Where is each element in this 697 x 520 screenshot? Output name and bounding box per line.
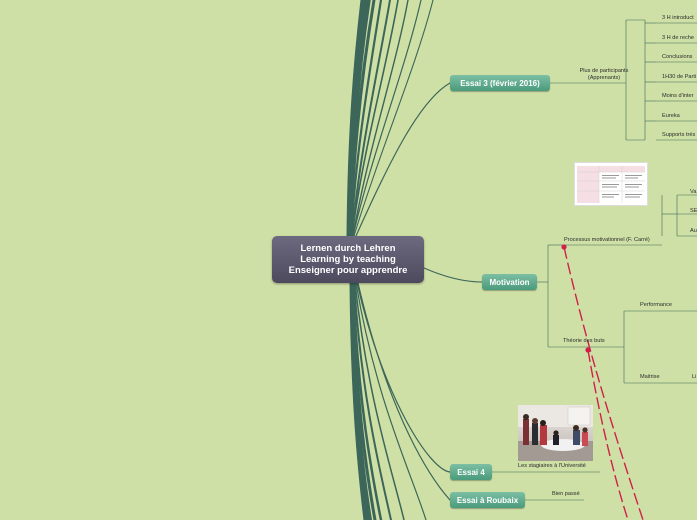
subtopic-item[interactable]: 1H30 de Parti (662, 74, 697, 80)
subtopic-performance[interactable]: Performance (640, 302, 673, 308)
processus-table-image (574, 162, 648, 206)
subtopic-item[interactable]: Moins d'inter (662, 93, 694, 99)
central-topic-line: Learning by teaching (300, 254, 396, 265)
relationship-anchor[interactable] (585, 347, 591, 353)
subtopic-item[interactable]: SE (690, 208, 697, 214)
subtopic-theorie[interactable]: Théorie des buts (563, 338, 605, 344)
topic-label: Essai 4 (457, 467, 485, 477)
photo-caption: Les stagiaires à l'Université (518, 463, 586, 469)
subtopic-bien-passe[interactable]: Bien passé (552, 491, 580, 497)
relationship-anchor[interactable] (561, 244, 567, 250)
central-topic-line: Enseigner pour apprendre (288, 265, 408, 276)
central-topic[interactable]: Lernen durch Lehren Learning by teaching… (272, 236, 424, 283)
topic-essai-3[interactable]: Essai 3 (février 2016) (450, 75, 550, 91)
table-thumbnail (575, 163, 647, 205)
trunk-branches (346, 0, 483, 520)
subtopic-item[interactable]: Supports trés (662, 132, 696, 138)
subtopic-item[interactable]: Li (692, 374, 697, 380)
stagiaires-photo (518, 405, 593, 461)
topic-label: Essai 3 (février 2016) (460, 78, 540, 88)
topic-label: Motivation (489, 277, 530, 287)
subtopic-item[interactable]: 3 H introduct (662, 15, 694, 21)
subtopic-maitrise[interactable]: Maitrise (640, 374, 660, 380)
relationship-lines (563, 246, 644, 520)
sub-branch-lines (492, 19, 697, 501)
subtopic-item[interactable]: Eureka (662, 113, 680, 119)
classroom-photo-image (518, 405, 593, 461)
central-topic-line: Lernen durch Lehren (300, 243, 396, 254)
subtopic-item[interactable]: 3 H de reche (662, 35, 695, 41)
subtopic-processus[interactable]: Processus motivationnel (F. Carré) (564, 237, 650, 243)
subtopic-item[interactable]: Conclusions (662, 54, 693, 60)
topic-label: Essai à Roubaix (456, 495, 519, 505)
topic-motivation[interactable]: Motivation (482, 274, 537, 290)
topic-essai-roubaix[interactable]: Essai à Roubaix (450, 492, 525, 508)
subtopic-item[interactable]: Au (690, 228, 697, 234)
subtopic-item[interactable]: Va (690, 189, 697, 195)
topic-essai-4[interactable]: Essai 4 (450, 464, 492, 480)
subtopic-plus-participants[interactable]: Plus de participants (Apprenants) (579, 68, 629, 81)
